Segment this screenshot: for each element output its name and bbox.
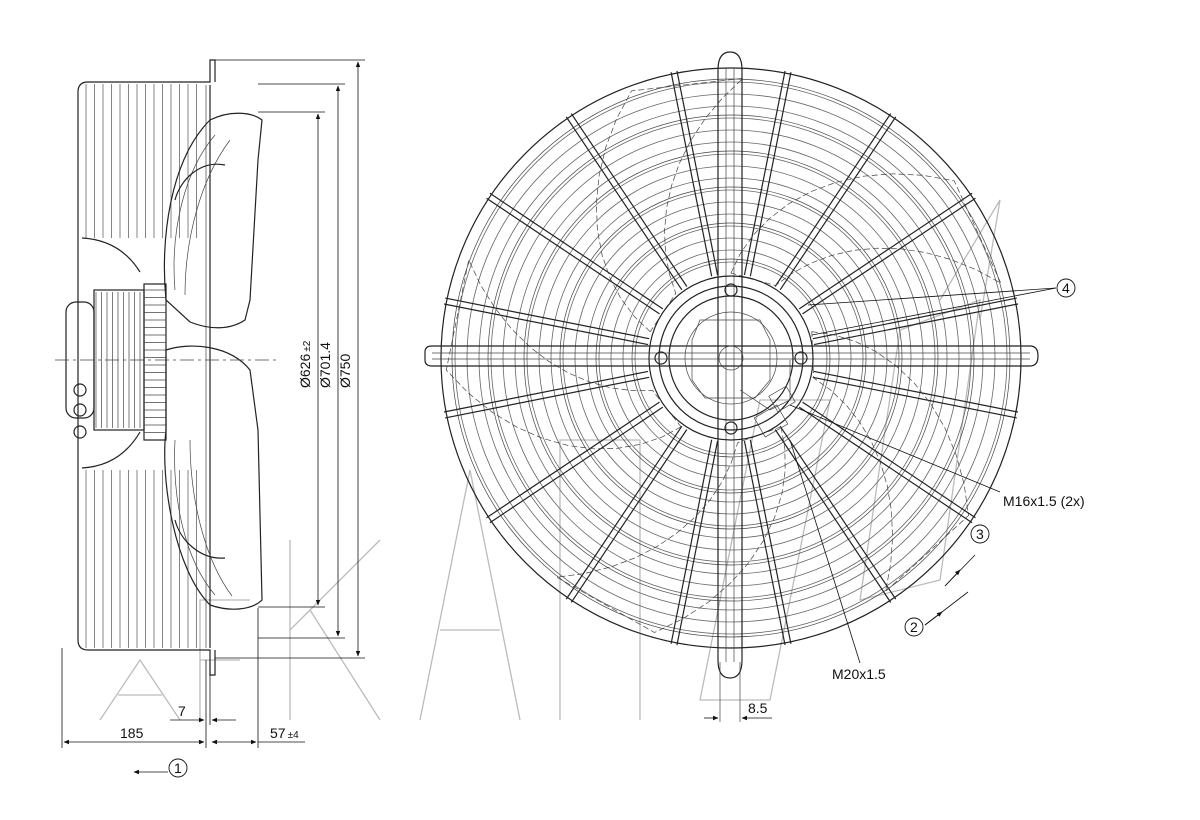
guard-ring: [574, 201, 888, 515]
guard-spoke: [570, 113, 688, 287]
side-dimensions: Ø626±2 Ø701.4 Ø750 185 7 57±4 1: [61, 59, 365, 778]
dim-701-label: Ø701.4: [317, 342, 333, 388]
thread-m16-label: M16x1.5 (2x): [1003, 493, 1085, 509]
guard-ring: [622, 249, 840, 467]
front-blades: [445, 77, 1002, 633]
guard-spoke: [676, 70, 719, 276]
guard-ring: [440, 67, 1022, 649]
front-guard-rings: [440, 67, 1022, 649]
guard-ring: [586, 213, 876, 503]
callout-2-label: 2: [910, 619, 918, 635]
callout-3: [970, 524, 990, 544]
callout-4: [1056, 278, 1076, 298]
guard-spoke: [802, 401, 976, 519]
dim-626-label: Ø626±2: [297, 340, 313, 388]
guard-spoke: [774, 113, 892, 287]
guard-ring-inner: [595, 222, 867, 494]
guard-spoke: [670, 72, 713, 277]
guard-spoke: [443, 303, 649, 346]
guard-spoke: [445, 376, 650, 419]
guard-spoke: [749, 439, 792, 644]
guard-spoke: [798, 406, 973, 524]
guard-spoke: [443, 370, 649, 413]
fan-blade: [555, 426, 786, 633]
fan-blade: [445, 258, 682, 450]
guard-ring: [466, 93, 996, 623]
callout-3-label: 3: [976, 526, 984, 542]
airflow-callout-label: 1: [174, 760, 182, 776]
guard-ring: [478, 105, 984, 611]
guard-spoke: [570, 429, 688, 603]
fan-blade: [811, 331, 969, 593]
guard-spoke: [813, 303, 1019, 346]
callout-4-label: 4: [1062, 280, 1070, 296]
guard-ring: [610, 237, 852, 479]
airflow-callout: [168, 758, 188, 778]
dim-8-5-label: 8.5: [748, 700, 768, 716]
guard-ring: [502, 129, 960, 587]
guard-spoke: [743, 70, 786, 276]
guard-spoke: [749, 72, 792, 277]
guard-ring-inner: [487, 114, 975, 602]
guard-ring: [562, 189, 900, 527]
guard-ring-inner: [523, 150, 939, 566]
guard-ring-inner: [631, 258, 831, 458]
front-guard-spokes: [443, 70, 1019, 646]
guard-ring: [538, 165, 924, 551]
guard-spoke: [486, 197, 660, 315]
front-cross-bars: [424, 51, 1039, 722]
guard-spoke: [779, 116, 897, 291]
guard-spoke: [670, 439, 713, 644]
guard-spoke: [774, 429, 892, 603]
front-view: 4 3 2 M16x1.5 (2x) M20x1.5 8.5: [424, 51, 1085, 722]
guard-spoke: [486, 401, 660, 519]
guard-spoke: [812, 297, 1017, 340]
guard-ring: [454, 81, 1008, 635]
dim-185-label: 185: [120, 725, 144, 741]
front-hub: [648, 275, 814, 441]
thread-m20-label: M20x1.5: [832, 666, 886, 682]
guard-spoke: [565, 425, 683, 600]
guard-ring: [634, 261, 828, 455]
side-motor: [65, 283, 167, 441]
dim-57-label: 57±4: [270, 725, 299, 741]
guard-ring-inner: [559, 186, 903, 530]
guard-spoke: [676, 440, 719, 646]
side-guard: [77, 59, 216, 676]
guard-ring: [526, 153, 936, 563]
guard-spoke: [812, 376, 1017, 419]
guard-ring-inner: [451, 78, 1011, 638]
dim-750-label: Ø750: [337, 354, 353, 388]
guard-spoke: [743, 440, 786, 646]
fan-blade: [595, 77, 745, 333]
guard-spoke: [489, 406, 664, 524]
guard-ring: [598, 225, 864, 491]
guard-spoke: [445, 297, 650, 340]
dim-7-label: 7: [178, 703, 186, 719]
side-blades: [163, 112, 263, 610]
guard-spoke: [813, 370, 1019, 413]
callout-2: [904, 617, 924, 637]
guard-spoke: [798, 192, 973, 310]
guard-spoke: [802, 197, 976, 315]
guard-ring: [550, 177, 912, 539]
front-leaders: [704, 287, 1057, 721]
guard-spoke: [489, 192, 664, 310]
guard-ring: [514, 141, 948, 575]
side-view: [55, 59, 278, 676]
guard-spoke: [565, 116, 683, 291]
guard-ring: [490, 117, 972, 599]
fan-blade: [730, 173, 1002, 286]
guard-spoke: [779, 425, 897, 600]
